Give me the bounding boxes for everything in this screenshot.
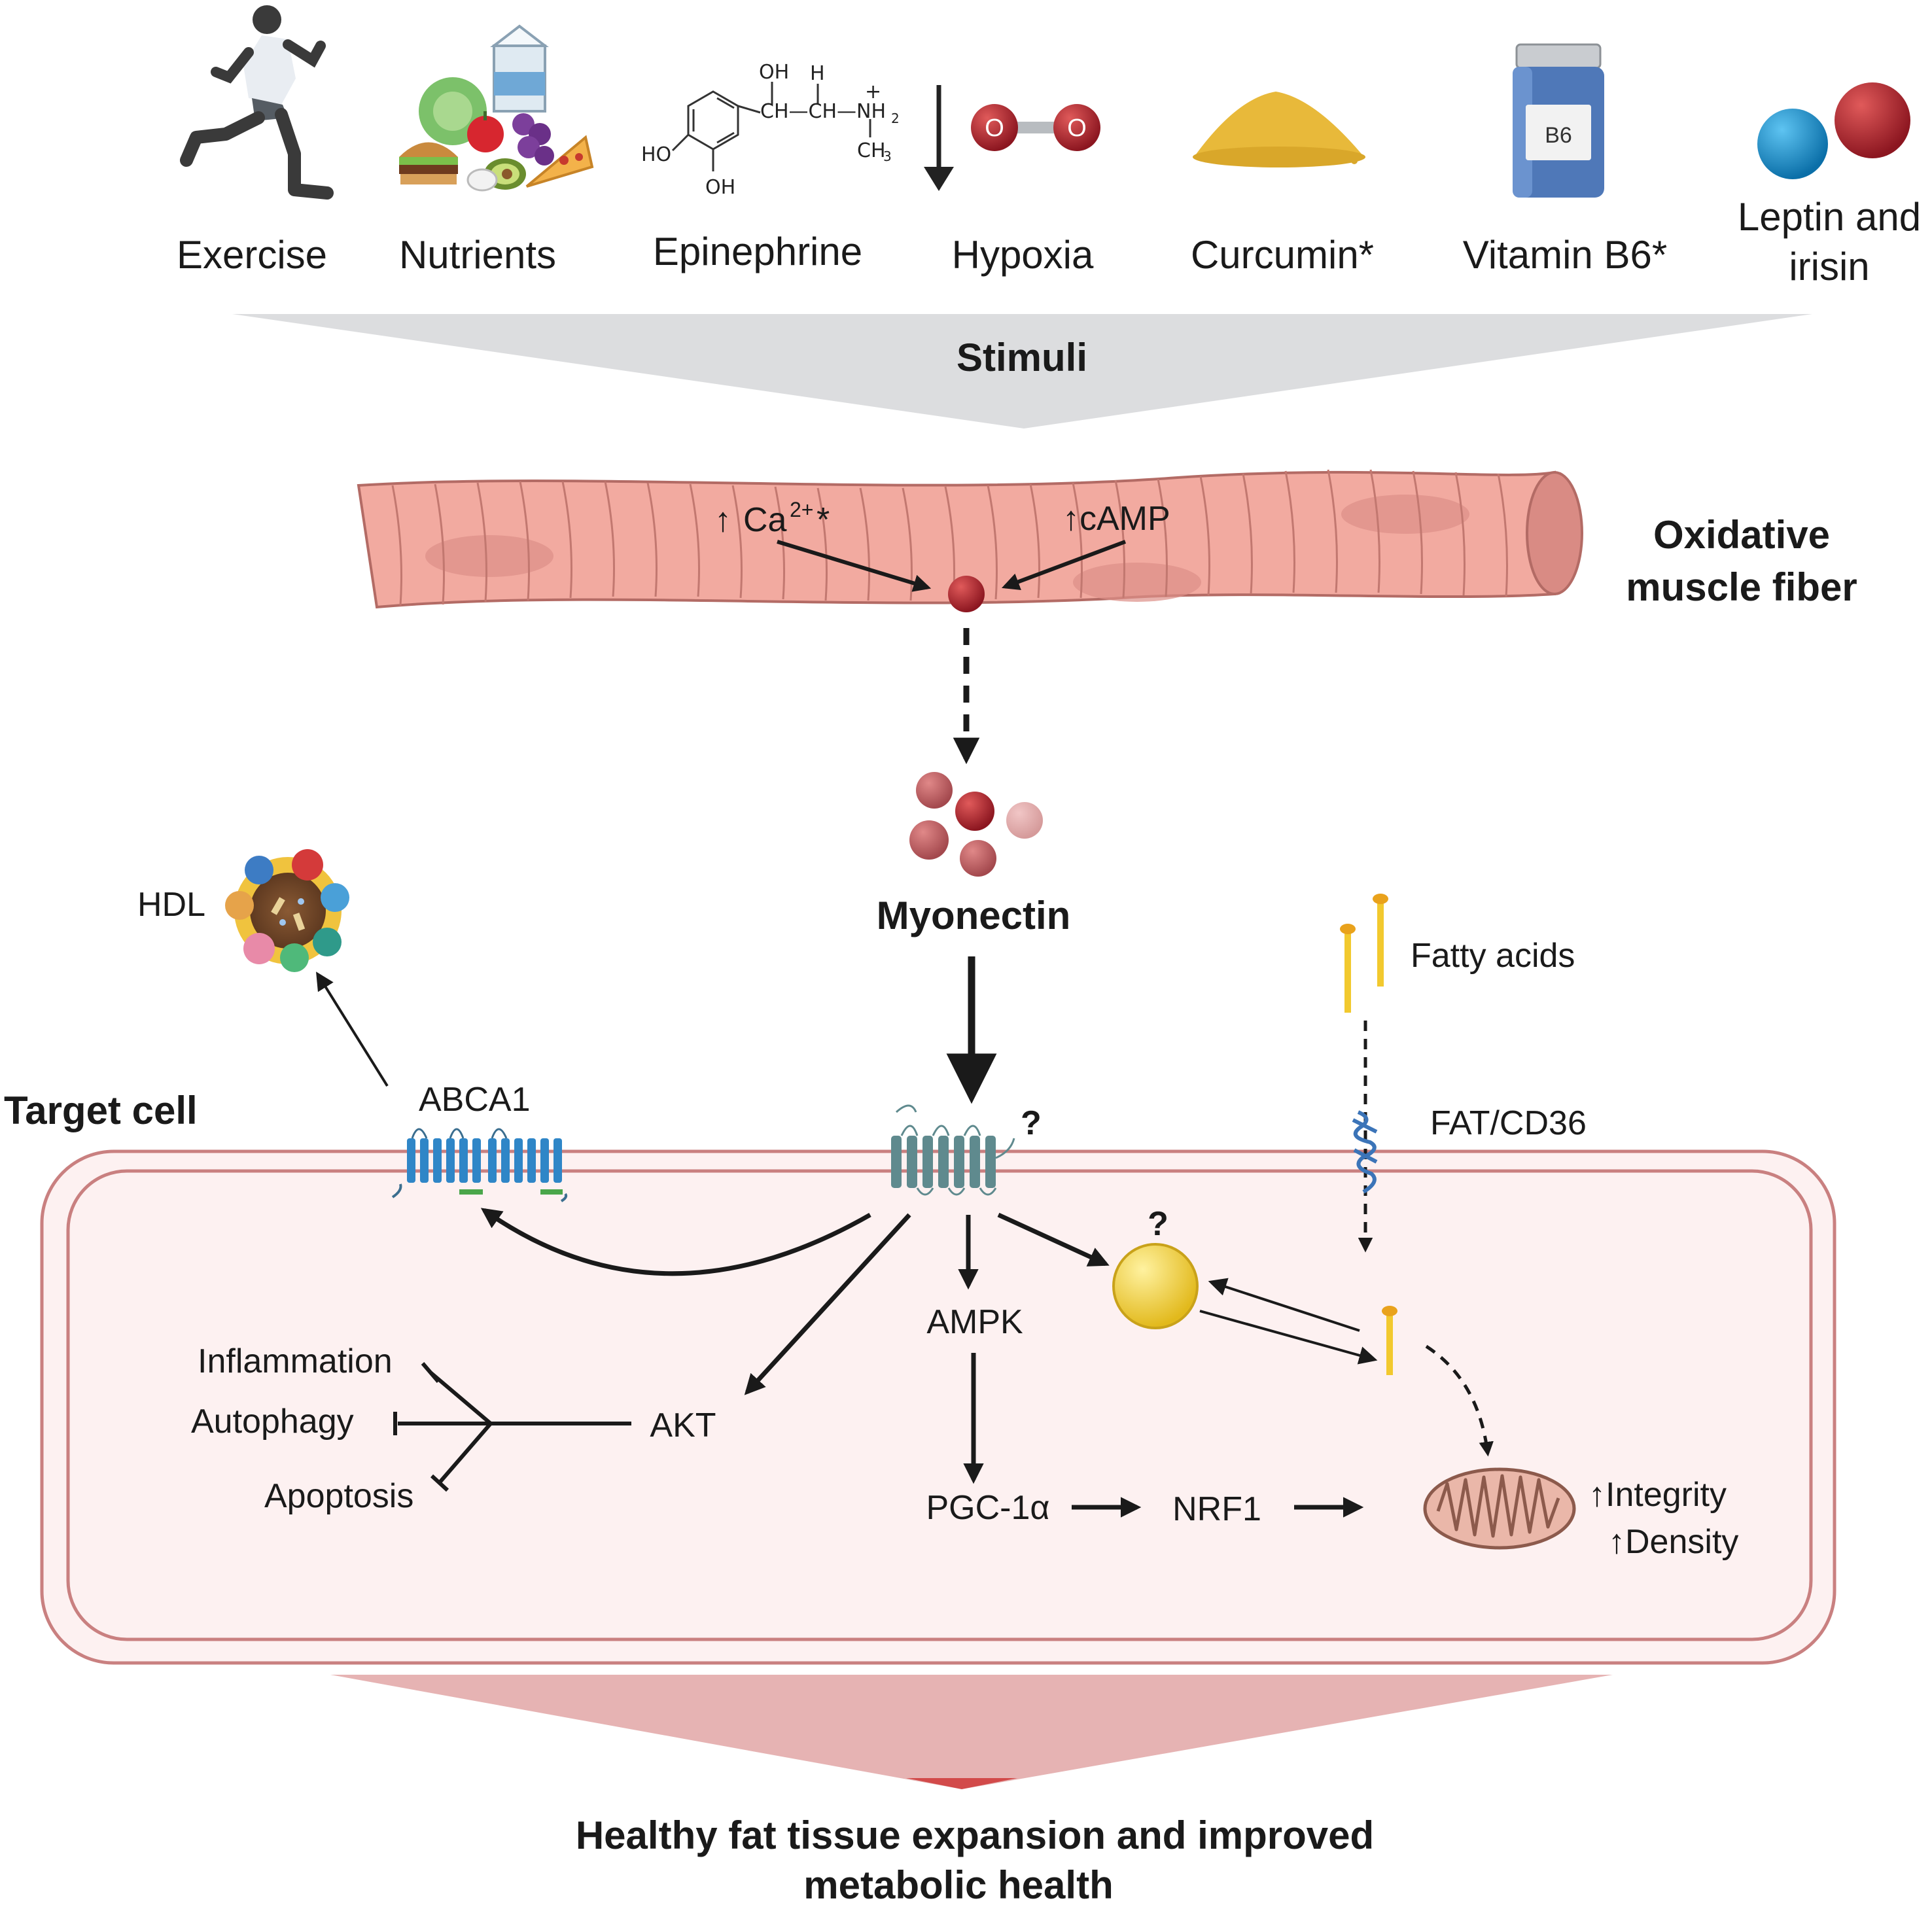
chem-ch3: CH bbox=[857, 139, 886, 162]
outcome-funnel bbox=[330, 1675, 1613, 1789]
ca-up-arrow: ↑ bbox=[714, 501, 731, 539]
oxygen-left-label: O bbox=[985, 114, 1004, 142]
chem-oh-top: OH bbox=[759, 61, 789, 84]
hdl-particle-icon bbox=[225, 849, 349, 972]
receptor-to-lipid-arrow bbox=[997, 1212, 1110, 1267]
stimulus-label: Nutrients bbox=[399, 233, 556, 277]
hdl-label: HDL bbox=[137, 886, 205, 924]
abca1-to-hdl-arrow bbox=[316, 971, 389, 1087]
stimulus-label: Epinephrine bbox=[653, 230, 862, 273]
muscle-fiber-label: muscle fiber bbox=[1626, 565, 1857, 609]
chem-nh-sub: 2 bbox=[891, 111, 900, 126]
oxygen-right-label: O bbox=[1067, 114, 1087, 142]
receptor-unknown-mark: ? bbox=[1021, 1104, 1042, 1142]
fatty-acids-label: Fatty acids bbox=[1411, 937, 1575, 975]
stimuli-banner bbox=[232, 314, 1812, 428]
stimulus-label: irisin bbox=[1789, 245, 1869, 288]
intracellular-fatty-acid-icon bbox=[1382, 1306, 1397, 1375]
akt-label: AKT bbox=[650, 1407, 716, 1444]
integrity-label: ↑Integrity bbox=[1589, 1476, 1727, 1514]
vitamin-bottle-icon bbox=[1513, 43, 1604, 198]
chem-ch-chain: CH—CH—NH bbox=[760, 100, 886, 123]
ampk-label: AMPK bbox=[926, 1303, 1023, 1341]
food-icon bbox=[399, 24, 594, 192]
myonectin-label: Myonectin bbox=[877, 894, 1071, 937]
chem-plus: + bbox=[865, 80, 881, 103]
fatty-acid-to-lipid-arrow bbox=[1208, 1278, 1360, 1332]
ca-arrow bbox=[777, 540, 932, 592]
lipid-to-fatty-acid-arrow bbox=[1199, 1310, 1378, 1365]
stimulus-label: Vitamin B6* bbox=[1463, 233, 1667, 277]
autophagy-label: Autophagy bbox=[191, 1403, 354, 1441]
two-spheres-icon bbox=[1757, 82, 1910, 179]
fatty-acids-icon bbox=[1340, 894, 1388, 1013]
pgc-label: PGC-1α bbox=[926, 1489, 1050, 1527]
apoptosis-label: Apoptosis bbox=[264, 1477, 413, 1515]
lipid-unknown-mark: ? bbox=[1148, 1205, 1168, 1243]
myonectin-cluster-icon bbox=[909, 772, 1043, 877]
stimulus-label: Exercise bbox=[177, 233, 327, 277]
stimulus-label: Hypoxia bbox=[952, 233, 1094, 277]
muscle-fiber bbox=[357, 469, 1583, 609]
camp-label: ↑cAMP bbox=[1063, 500, 1170, 538]
abca1-transporter-icon bbox=[391, 1128, 568, 1202]
fat-cd36-label: FAT/CD36 bbox=[1430, 1104, 1587, 1142]
lipid-droplet-icon bbox=[1112, 1243, 1199, 1329]
chem-oh-bottom: OH bbox=[705, 176, 735, 199]
ca-label: Ca bbox=[743, 501, 787, 539]
ca-star: * bbox=[817, 501, 830, 539]
oxygen-molecule-icon bbox=[924, 85, 1100, 191]
runner-icon bbox=[180, 5, 334, 200]
inflammation-label: Inflammation bbox=[198, 1342, 393, 1380]
nrf1-label: NRF1 bbox=[1172, 1490, 1261, 1528]
outcome-label: metabolic health bbox=[803, 1863, 1113, 1905]
outcome-label: Healthy fat tissue expansion and improve… bbox=[576, 1813, 1374, 1857]
fat-cd36-transporter-icon bbox=[1352, 1110, 1378, 1194]
abca1-label: ABCA1 bbox=[419, 1081, 531, 1119]
stimulus-label: Curcumin* bbox=[1191, 233, 1374, 277]
fatty-acid-to-mitochondrion-arrow bbox=[1425, 1344, 1494, 1457]
muscle-fiber-label: Oxidative bbox=[1653, 513, 1830, 557]
akt-inhibition-fork bbox=[393, 1362, 631, 1492]
myonectin-dot bbox=[948, 576, 985, 612]
chem-h: H bbox=[810, 62, 825, 85]
myonectin-receptor-icon bbox=[891, 1104, 1015, 1196]
target-cell-label: Target cell bbox=[4, 1089, 198, 1132]
chem-ho: HO bbox=[641, 143, 671, 166]
camp-arrow bbox=[1001, 540, 1127, 591]
ca-charge: 2+ bbox=[790, 498, 813, 521]
receptor-to-abca1-arrow bbox=[480, 1208, 871, 1276]
curcumin-powder-icon bbox=[1193, 92, 1365, 167]
epinephrine-structure-icon bbox=[671, 82, 871, 171]
chem-ch3-sub: 3 bbox=[883, 149, 892, 164]
outcome-funnel-tip bbox=[906, 1778, 1017, 1789]
receptor-to-akt-arrow bbox=[744, 1213, 911, 1395]
vitamin-bottle-label: B6 bbox=[1545, 123, 1572, 148]
density-label: ↑Density bbox=[1608, 1523, 1738, 1561]
stimuli-banner-label: Stimuli bbox=[957, 336, 1087, 379]
stimulus-label: Leptin and bbox=[1738, 195, 1921, 239]
mitochondrion-icon bbox=[1423, 1467, 1576, 1550]
